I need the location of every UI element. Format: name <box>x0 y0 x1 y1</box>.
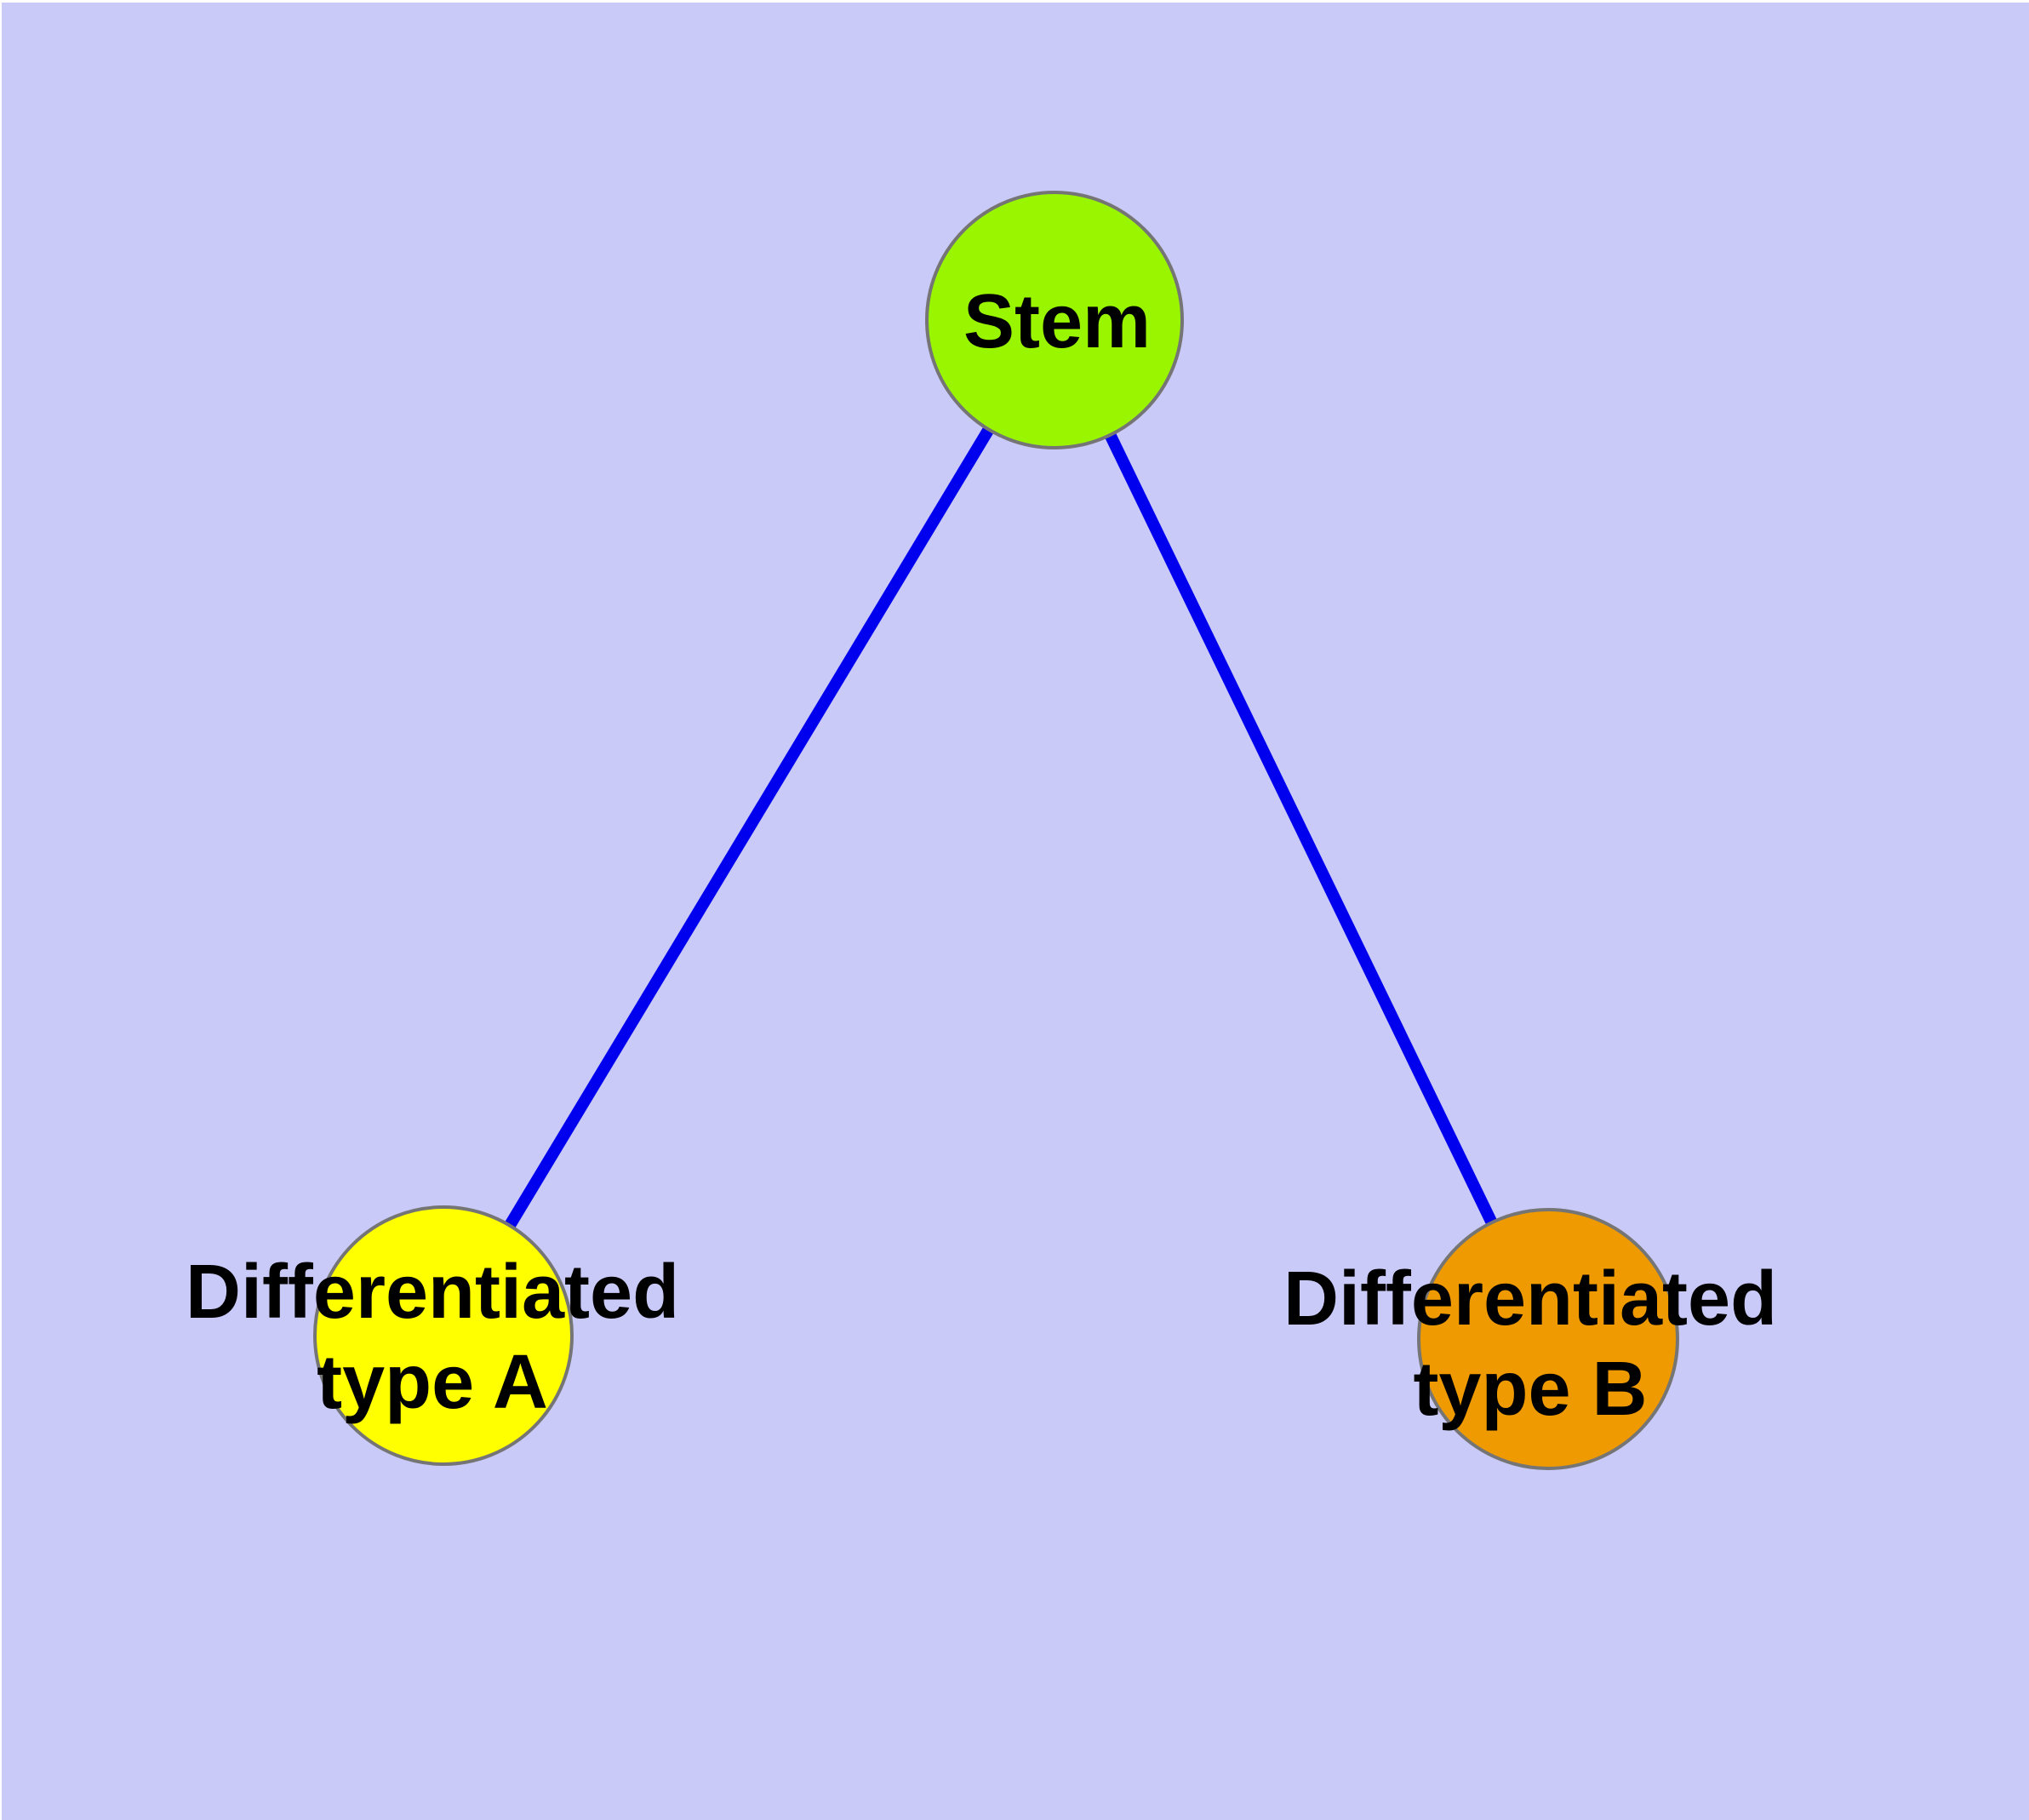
diagram-canvas: Stem Differentiated type A Differentiate… <box>2 3 2029 1820</box>
edge-stem-to-type-a[interactable] <box>438 317 1060 1339</box>
node-label-type-b-line1: Differentiated <box>1283 1256 1778 1342</box>
node-label-stem: Stem <box>963 277 1151 367</box>
node-differentiated-type-b[interactable] <box>1417 1208 1679 1470</box>
node-label-type-a: Differentiated type A <box>186 1247 679 1428</box>
node-stem[interactable] <box>925 191 1184 449</box>
node-label-type-b: Differentiated type B <box>1283 1254 1777 1434</box>
graph-svg <box>2 3 2029 1820</box>
node-label-type-a-line2: type A <box>317 1340 548 1425</box>
node-differentiated-type-a[interactable] <box>313 1205 574 1466</box>
node-label-stem-text: Stem <box>963 279 1152 364</box>
node-label-type-b-line2: type B <box>1413 1347 1648 1432</box>
node-label-type-a-line1: Differentiated <box>185 1250 680 1335</box>
edge-stem-to-type-b[interactable] <box>1049 317 1554 1342</box>
